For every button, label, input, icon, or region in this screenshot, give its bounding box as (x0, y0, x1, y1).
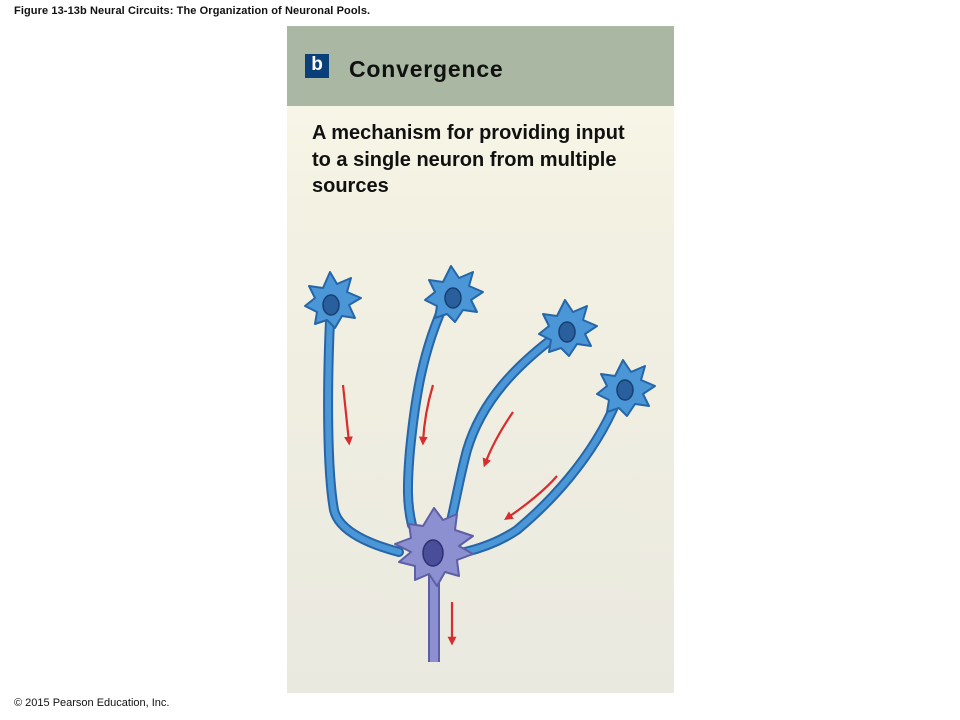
input-neuron-1 (304, 271, 362, 329)
convergence-diagram (304, 265, 656, 662)
input-neuron-3 (538, 299, 598, 357)
signal-arrow-2 (418, 384, 435, 446)
input-neuron-2 (424, 265, 484, 323)
input-axons (323, 293, 622, 557)
signal-arrows (341, 384, 558, 646)
convergence-panel: b Convergence A mechanism for providing … (287, 26, 674, 693)
figure-title: Figure 13-13b Neural Circuits: The Organ… (14, 5, 371, 17)
input-neuron-4 (596, 359, 656, 417)
signal-arrow-3 (482, 411, 514, 468)
signal-arrow-4 (504, 475, 558, 520)
panel-heading: Convergence (349, 56, 504, 82)
panel-description: A mechanism for providing input to a sin… (312, 122, 625, 197)
signal-arrow-1 (341, 384, 353, 446)
target-neuron (394, 507, 474, 587)
panel-header: b Convergence (287, 26, 674, 106)
panel-letter-badge: b (305, 54, 329, 78)
copyright-notice: © 2015 Pearson Education, Inc. (14, 697, 170, 709)
